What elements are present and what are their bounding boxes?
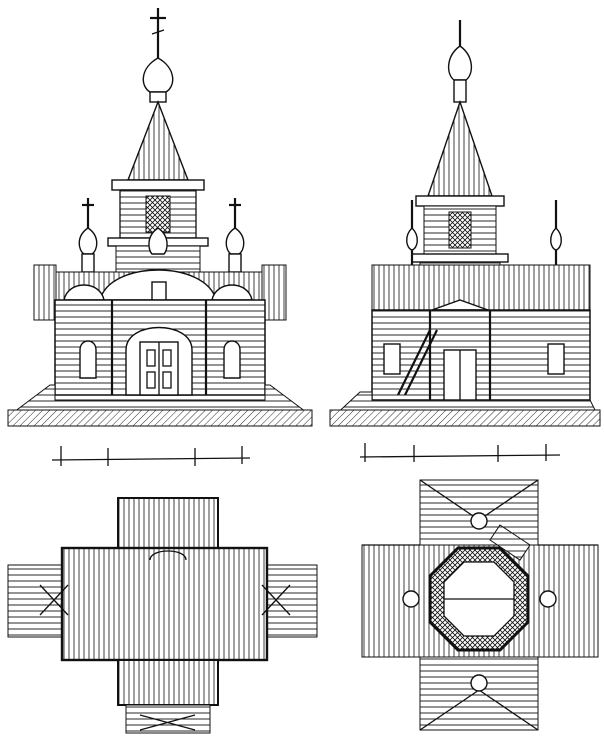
right-side-dome xyxy=(225,198,245,273)
tent-roof xyxy=(126,100,190,181)
stone-foundation xyxy=(7,409,313,427)
floor-plan xyxy=(7,497,318,734)
left-side-dome xyxy=(78,198,98,273)
scale-bar-right xyxy=(359,443,561,462)
roof-plan xyxy=(361,479,599,731)
scale-bar-left xyxy=(51,446,251,466)
side-elevation xyxy=(329,20,601,427)
side-onion-dome xyxy=(447,45,473,81)
front-elevation xyxy=(7,8,313,427)
main-onion-dome xyxy=(142,57,174,93)
cross-icon xyxy=(150,8,166,58)
